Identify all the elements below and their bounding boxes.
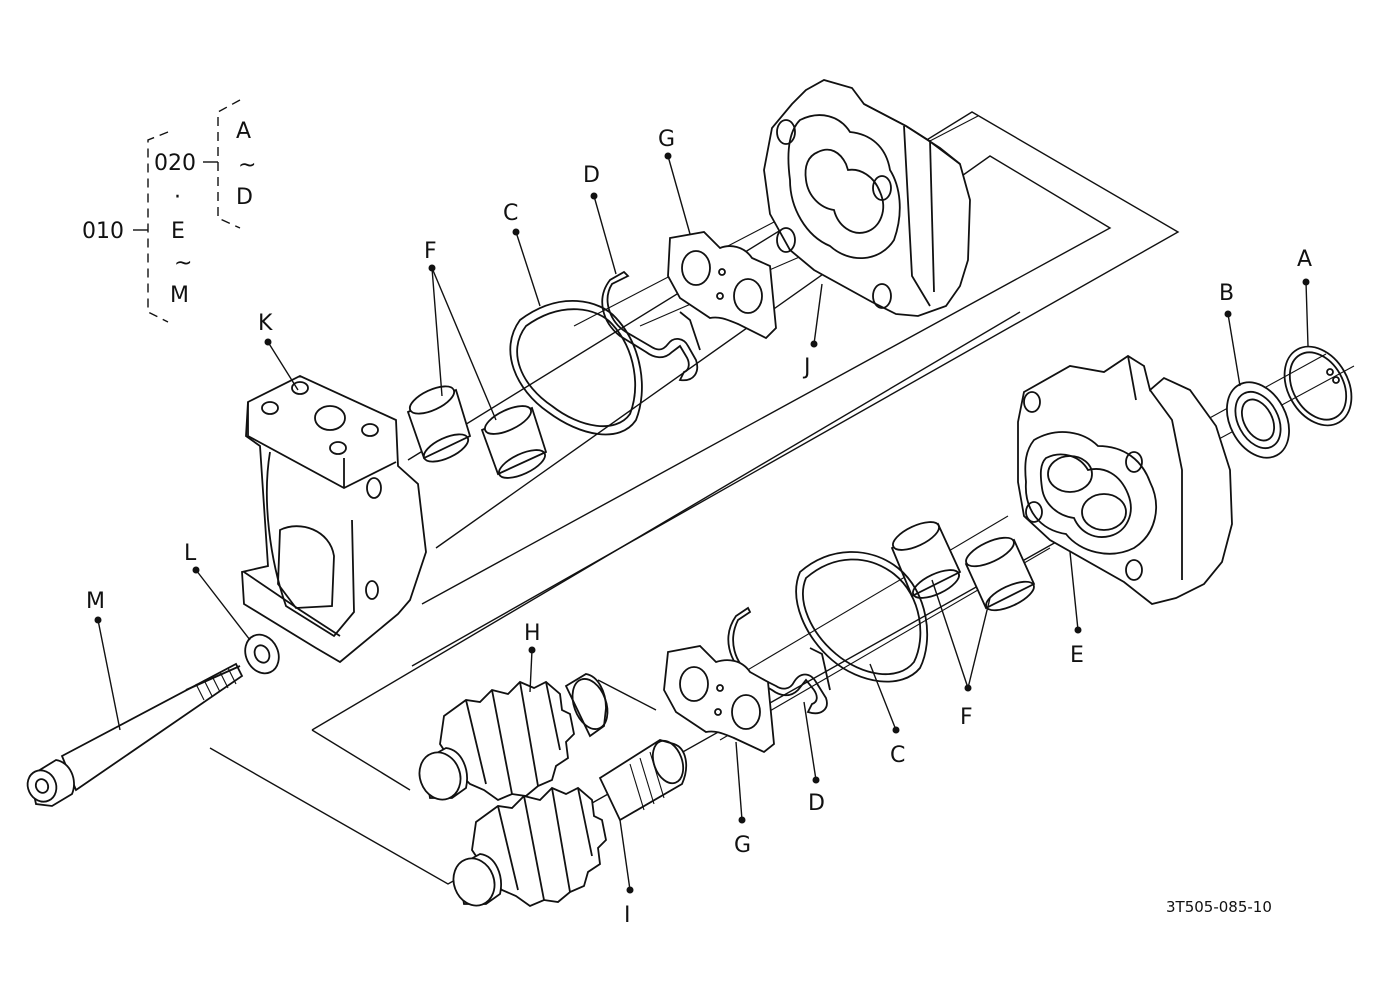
callout-labels: A B C D G F J K L M H E F C D G I — [86, 127, 1312, 928]
part-e-rear-cover — [1017, 354, 1233, 605]
part-h-driven-gear — [418, 673, 609, 802]
part-i-drive-gear — [452, 739, 688, 908]
range-start-a: A — [236, 119, 251, 144]
part-d-upper-backup — [601, 270, 701, 382]
callout-b: B — [1219, 281, 1234, 306]
inner-bracket — [217, 99, 241, 229]
callout-i: I — [624, 903, 631, 928]
callout-h: H — [524, 621, 541, 646]
range-end-m: M — [170, 283, 189, 308]
range-tilde-1: ~ — [238, 153, 256, 178]
part-a-snap-ring — [1283, 345, 1353, 427]
callout-f-lower: F — [960, 705, 973, 730]
callout-f-upper: F — [424, 239, 437, 264]
range-tilde-2: ~ — [174, 251, 192, 276]
part-b-oil-seal — [1226, 381, 1290, 459]
part-c-lower-seal — [795, 551, 929, 683]
callout-c-lower: C — [890, 743, 905, 768]
callout-j: J — [802, 355, 811, 380]
part-g-upper-side-plate — [667, 231, 777, 340]
separator-dot: · — [174, 185, 181, 210]
assembly-code-020: 020 — [154, 151, 196, 176]
part-g-lower-side-plate — [663, 645, 775, 754]
callout-d-upper: D — [583, 163, 600, 188]
part-j-gear-housing — [763, 79, 971, 317]
callout-d-lower: D — [808, 791, 825, 816]
callout-g-lower: G — [734, 833, 751, 858]
part-k-front-cover — [241, 375, 427, 664]
part-f-upper-bushings — [406, 385, 548, 479]
callout-c-upper: C — [503, 201, 518, 226]
callout-k: K — [258, 311, 273, 336]
callout-a: A — [1297, 247, 1312, 272]
assembly-hierarchy: 010 020 A ~ D · E ~ M — [82, 99, 256, 323]
part-m-bolt — [26, 662, 244, 807]
leader-lines — [94, 152, 1310, 894]
drawing-reference-number: 3T505-085-10 — [1166, 898, 1272, 916]
callout-l: L — [184, 541, 197, 566]
part-c-upper-seal — [509, 299, 643, 436]
range-start-e: E — [171, 219, 185, 244]
range-end-d: D — [236, 185, 253, 210]
part-l-washer — [244, 633, 280, 675]
part-f-lower-bushings — [890, 521, 1036, 612]
callout-m: M — [86, 589, 105, 614]
assembly-code-010: 010 — [82, 219, 124, 244]
callout-g-upper: G — [658, 127, 675, 152]
callout-e: E — [1070, 643, 1084, 668]
outer-bracket — [147, 131, 169, 323]
